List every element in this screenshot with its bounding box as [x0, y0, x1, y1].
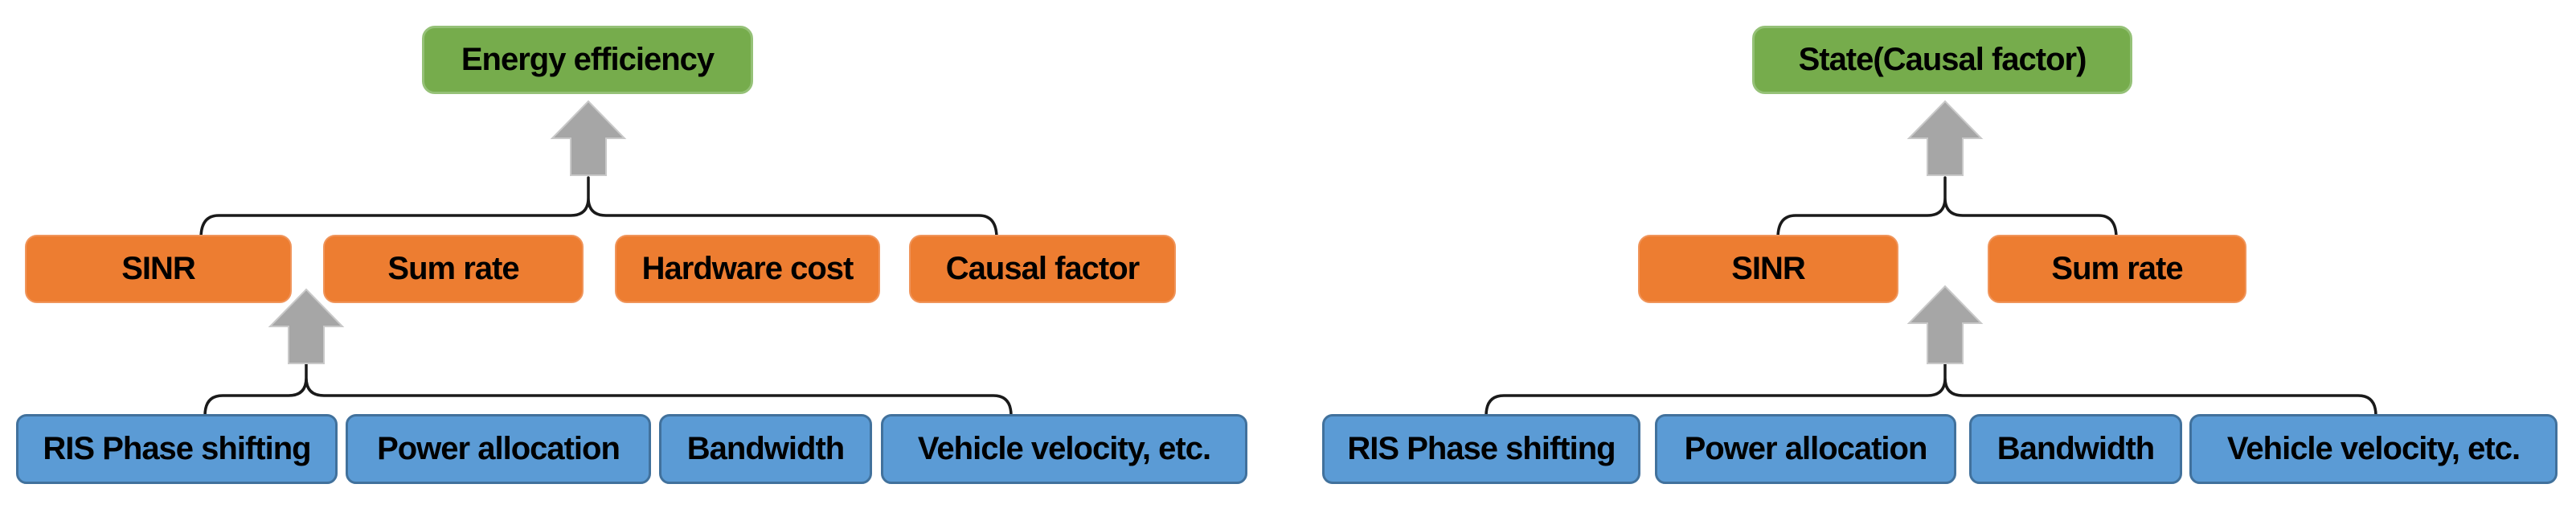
metric-node-sum-rate: Sum rate: [1988, 235, 2246, 303]
input-node-ris-phase-shifting: RIS Phase shifting: [1322, 414, 1640, 484]
input-node-bandwidth: Bandwidth: [659, 414, 872, 484]
metric-node-sinr: SINR: [1638, 235, 1898, 303]
curly-brace-connector: [1776, 176, 2118, 240]
goal-node-state-causal-factor: State(Causal factor): [1752, 26, 2132, 94]
curly-brace-connector: [203, 363, 1013, 417]
block-up-arrow-icon: [550, 100, 627, 176]
block-up-arrow-icon: [1906, 100, 1984, 176]
curly-brace-connector: [199, 176, 998, 240]
metric-node-sinr: SINR: [25, 235, 292, 303]
input-node-power-allocation: Power allocation: [346, 414, 651, 484]
goal-node-energy-efficiency: Energy efficiency: [422, 26, 753, 94]
metric-node-hardware-cost: Hardware cost: [615, 235, 880, 303]
input-node-ris-phase-shifting: RIS Phase shifting: [16, 414, 338, 484]
block-up-arrow-icon: [1906, 285, 1984, 364]
input-node-vehicle-velocity: Vehicle velocity, etc.: [881, 414, 1247, 484]
input-node-power-allocation: Power allocation: [1655, 414, 1956, 484]
curly-brace-connector: [1485, 363, 2377, 417]
block-up-arrow-icon: [268, 288, 345, 364]
input-node-vehicle-velocity: Vehicle velocity, etc.: [2189, 414, 2558, 484]
input-node-bandwidth: Bandwidth: [1969, 414, 2182, 484]
metric-node-causal-factor: Causal factor: [909, 235, 1176, 303]
metric-node-sum-rate: Sum rate: [323, 235, 584, 303]
